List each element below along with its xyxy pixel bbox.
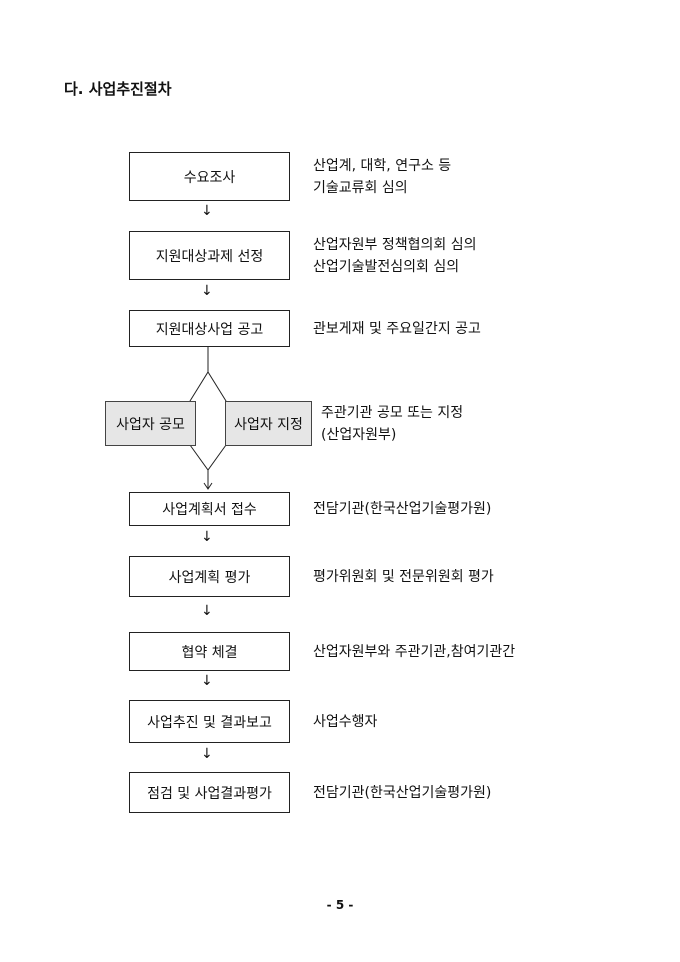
step-execution-report: 사업추진 및 결과보고 [129,700,290,743]
arrow-icon: ↓ [201,603,213,619]
step-plan-submission: 사업계획서 접수 [129,492,290,526]
step-desc: 산업자원부와 주관기관,참여기관간 [313,644,516,660]
step-desc: 사업수행자 [313,714,378,730]
section-title: 다. 사업추진절차 [64,80,172,98]
step-announcement: 지원대상사업 공고 [129,310,290,347]
step-desc: 관보게재 및 주요일간지 공고 [313,321,481,337]
arrow-icon: ↓ [201,203,213,219]
step-desc: 평가위원회 및 전문위원회 평가 [313,569,494,585]
step-desc: 전담기관(한국산업기술평가원) [313,785,492,801]
arrow-icon: ↓ [201,529,213,545]
step-selection: 지원대상과제 선정 [129,231,290,280]
step-desc: 전담기관(한국산업기술평가원) [313,501,492,517]
arrow-icon: ↓ [201,746,213,762]
branch-public-call: 사업자 공모 [105,401,196,446]
branch-desc: 주관기관 공모 또는 지정(산업자원부) [321,405,464,443]
step-demand-survey: 수요조사 [129,152,290,201]
step-plan-evaluation: 사업계획 평가 [129,556,290,597]
page-number: - 5 - [326,898,354,912]
step-agreement: 협약 체결 [129,632,290,671]
arrow-icon: ↓ [201,673,213,689]
step-final-evaluation: 점검 및 사업결과평가 [129,772,290,813]
branch-designation: 사업자 지정 [225,401,312,446]
arrow-icon: ↓ [201,283,213,299]
